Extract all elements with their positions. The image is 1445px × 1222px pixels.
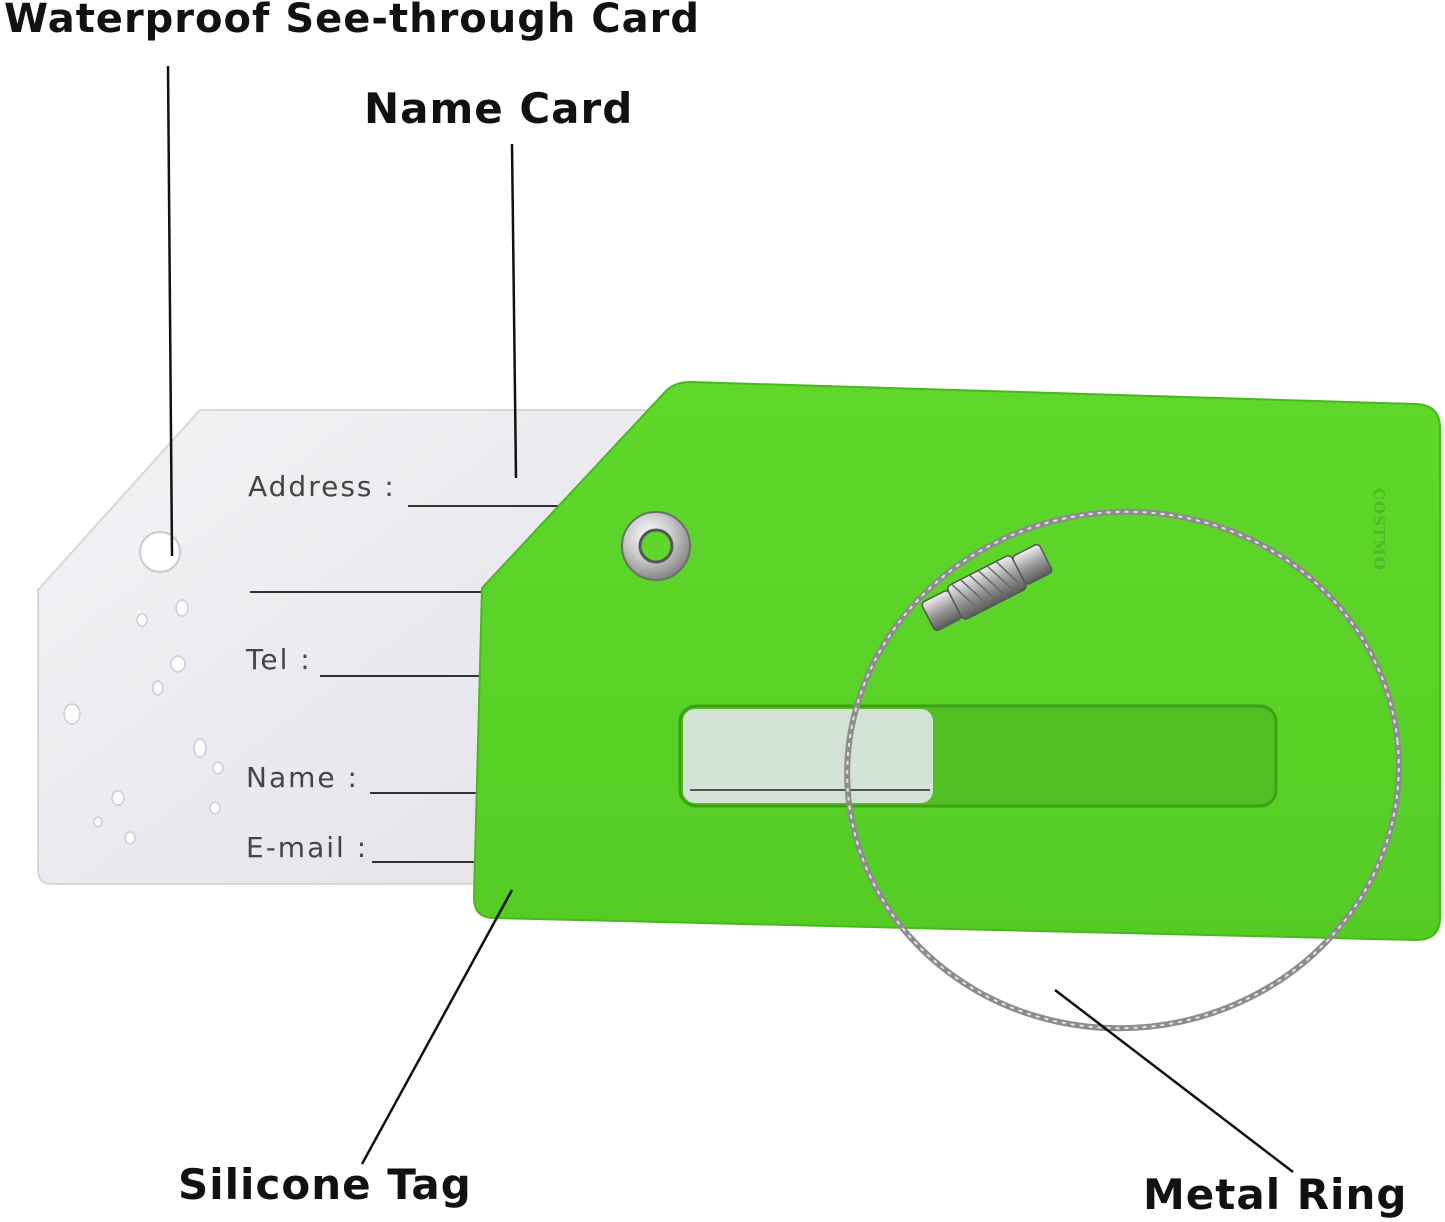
leader-namecard xyxy=(510,143,518,479)
card-field-address: Address : xyxy=(248,470,396,503)
callout-waterproof-card: Waterproof See-through Card xyxy=(4,0,701,42)
leader-waterproof xyxy=(166,65,174,557)
leader-silicone xyxy=(360,889,514,1165)
card-hole xyxy=(139,531,181,573)
card-field-tel: Tel : xyxy=(246,643,312,676)
callout-silicone-tag: Silicone Tag xyxy=(178,1160,472,1209)
leader-metal xyxy=(1054,989,1294,1173)
metal-ring xyxy=(844,508,1402,1032)
callout-name-card: Name Card xyxy=(364,84,634,133)
silicone-tag xyxy=(472,380,1441,942)
grommet-hole xyxy=(638,528,674,564)
brand-mark: COSTMO xyxy=(1370,488,1388,571)
callout-metal-ring: Metal Ring xyxy=(1143,1170,1408,1219)
tag-window-card-visible xyxy=(683,709,933,803)
water-droplets xyxy=(63,599,224,845)
card-field-email: E-mail : xyxy=(246,831,369,864)
ring-clasp xyxy=(921,543,1053,632)
card-field-name: Name : xyxy=(246,761,359,794)
callout-lines xyxy=(166,65,1294,1173)
